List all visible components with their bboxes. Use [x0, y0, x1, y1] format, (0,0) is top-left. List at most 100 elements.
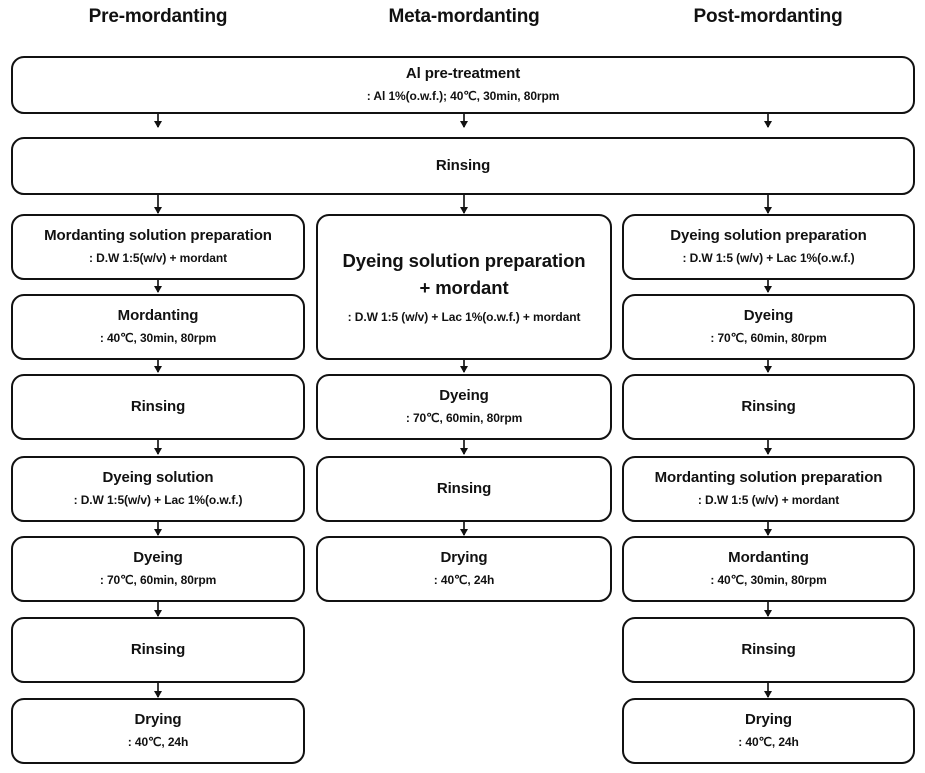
node-post-step-7: Drying : 40℃, 24h — [622, 698, 915, 764]
connector-arrow — [764, 360, 772, 373]
arrowhead-icon — [154, 286, 162, 293]
column-header-post-mordanting: Post-mordanting — [693, 6, 843, 27]
node-title: Mordanting — [117, 307, 199, 325]
node-meta-step-2: Dyeing : 70℃, 60min, 80rpm — [316, 374, 612, 440]
node-subtitle: : 70℃, 60min, 80rpm — [710, 331, 827, 346]
node-subtitle: : 70℃, 60min, 80rpm — [99, 573, 217, 588]
node-pre-step-4: Dyeing solution : D.W 1:5(w/v) + Lac 1%(… — [11, 456, 305, 522]
node-title: Dyeing solution — [102, 469, 214, 487]
node-title: Dyeing — [133, 549, 183, 567]
connector-arrow — [764, 602, 772, 617]
node-title: Drying — [440, 549, 488, 567]
node-title: Dyeing — [439, 387, 489, 405]
node-title: Rinsing — [130, 640, 186, 658]
arrowhead-icon — [460, 366, 468, 373]
arrowhead-icon — [764, 529, 772, 536]
node-title: Drying — [134, 711, 182, 729]
arrowhead-icon — [764, 691, 772, 698]
node-title-line2: + mordant — [419, 277, 509, 299]
node-title: Rinsing — [435, 156, 491, 174]
node-subtitle: : D.W 1:5(w/v) + mordant — [89, 251, 227, 266]
connector-arrow — [154, 114, 162, 128]
node-post-step-2: Dyeing : 70℃, 60min, 80rpm — [622, 294, 915, 360]
arrowhead-icon — [154, 610, 162, 617]
arrowhead-icon — [154, 121, 162, 128]
connector-arrow — [154, 440, 162, 455]
node-post-step-3: Rinsing — [622, 374, 915, 440]
connector-arrow — [460, 522, 468, 536]
connector-arrow — [460, 360, 468, 373]
connector-arrow — [154, 280, 162, 293]
node-al-pre-treatment: Al pre-treatment : Al 1%(o.w.f.); 40℃, 3… — [11, 56, 915, 114]
node-title: Rinsing — [436, 479, 492, 497]
node-subtitle: : D.W 1:5 (w/v) + mordant — [697, 493, 840, 508]
node-pre-step-2: Mordanting : 40℃, 30min, 80rpm — [11, 294, 305, 360]
node-title: Dyeing solution preparation — [670, 227, 867, 245]
node-meta-step-4: Drying : 40℃, 24h — [316, 536, 612, 602]
node-subtitle: : 40℃, 30min, 80rpm — [99, 331, 217, 346]
node-title: Rinsing — [741, 640, 796, 658]
arrowhead-icon — [764, 286, 772, 293]
node-pre-step-1: Mordanting solution preparation : D.W 1:… — [11, 214, 305, 280]
node-pre-step-3: Rinsing — [11, 374, 305, 440]
node-post-step-6: Rinsing — [622, 617, 915, 683]
node-title: Drying — [745, 711, 792, 729]
node-subtitle: : 40℃, 24h — [738, 735, 799, 750]
connector-arrow — [460, 195, 468, 214]
arrowhead-icon — [154, 207, 162, 214]
node-post-step-4: Mordanting solution preparation : D.W 1:… — [622, 456, 915, 522]
connector-arrow — [460, 114, 468, 128]
arrowhead-icon — [154, 529, 162, 536]
arrowhead-icon — [764, 448, 772, 455]
arrowhead-icon — [154, 448, 162, 455]
node-subtitle: : D.W 1:5(w/v) + Lac 1%(o.w.f.) — [73, 493, 243, 508]
connector-arrow — [764, 683, 772, 698]
arrowhead-icon — [154, 691, 162, 698]
connector-arrow — [154, 602, 162, 617]
node-subtitle: : D.W 1:5 (w/v) + Lac 1%(o.w.f.) — [682, 251, 855, 266]
node-pre-step-7: Drying : 40℃, 24h — [11, 698, 305, 764]
connector-arrow — [460, 440, 468, 455]
node-subtitle: : D.W 1:5 (w/v) + Lac 1%(o.w.f.) + morda… — [347, 310, 581, 325]
node-title: Dyeing solution preparation — [342, 250, 586, 272]
node-subtitle: : 40℃, 30min, 80rpm — [710, 573, 827, 588]
node-shared-rinsing: Rinsing — [11, 137, 915, 195]
node-pre-step-6: Rinsing — [11, 617, 305, 683]
node-post-step-1: Dyeing solution preparation : D.W 1:5 (w… — [622, 214, 915, 280]
node-subtitle: : 70℃, 60min, 80rpm — [405, 411, 523, 426]
connector-arrow — [764, 114, 772, 128]
connector-arrow — [154, 522, 162, 536]
arrowhead-icon — [154, 366, 162, 373]
node-title: Rinsing — [741, 397, 796, 415]
node-meta-step-3: Rinsing — [316, 456, 612, 522]
arrowhead-icon — [764, 207, 772, 214]
connector-arrow — [764, 195, 772, 214]
connector-arrow — [154, 683, 162, 698]
node-subtitle: : Al 1%(o.w.f.); 40℃, 30min, 80rpm — [366, 89, 560, 104]
node-title: Mordanting — [728, 549, 809, 567]
node-title: Rinsing — [130, 397, 186, 415]
node-title: Mordanting solution preparation — [654, 469, 883, 487]
arrowhead-icon — [460, 121, 468, 128]
arrowhead-icon — [460, 207, 468, 214]
connector-arrow — [154, 360, 162, 373]
arrowhead-icon — [764, 610, 772, 617]
connector-arrow — [764, 280, 772, 293]
node-title: Dyeing — [743, 307, 794, 325]
column-header-meta-mordanting: Meta-mordanting — [388, 6, 540, 27]
connector-arrow — [154, 195, 162, 214]
connector-arrow — [764, 440, 772, 455]
node-pre-step-5: Dyeing : 70℃, 60min, 80rpm — [11, 536, 305, 602]
node-title: Al pre-treatment — [405, 65, 521, 83]
arrowhead-icon — [460, 448, 468, 455]
node-subtitle: : 40℃, 24h — [127, 735, 189, 750]
node-title: Mordanting solution preparation — [44, 227, 272, 245]
connector-arrow — [764, 522, 772, 536]
arrowhead-icon — [460, 529, 468, 536]
node-meta-step-1: Dyeing solution preparation + mordant : … — [316, 214, 612, 360]
node-subtitle: : 40℃, 24h — [433, 573, 495, 588]
column-header-pre-mordanting: Pre-mordanting — [88, 6, 228, 27]
arrowhead-icon — [764, 121, 772, 128]
arrowhead-icon — [764, 366, 772, 373]
